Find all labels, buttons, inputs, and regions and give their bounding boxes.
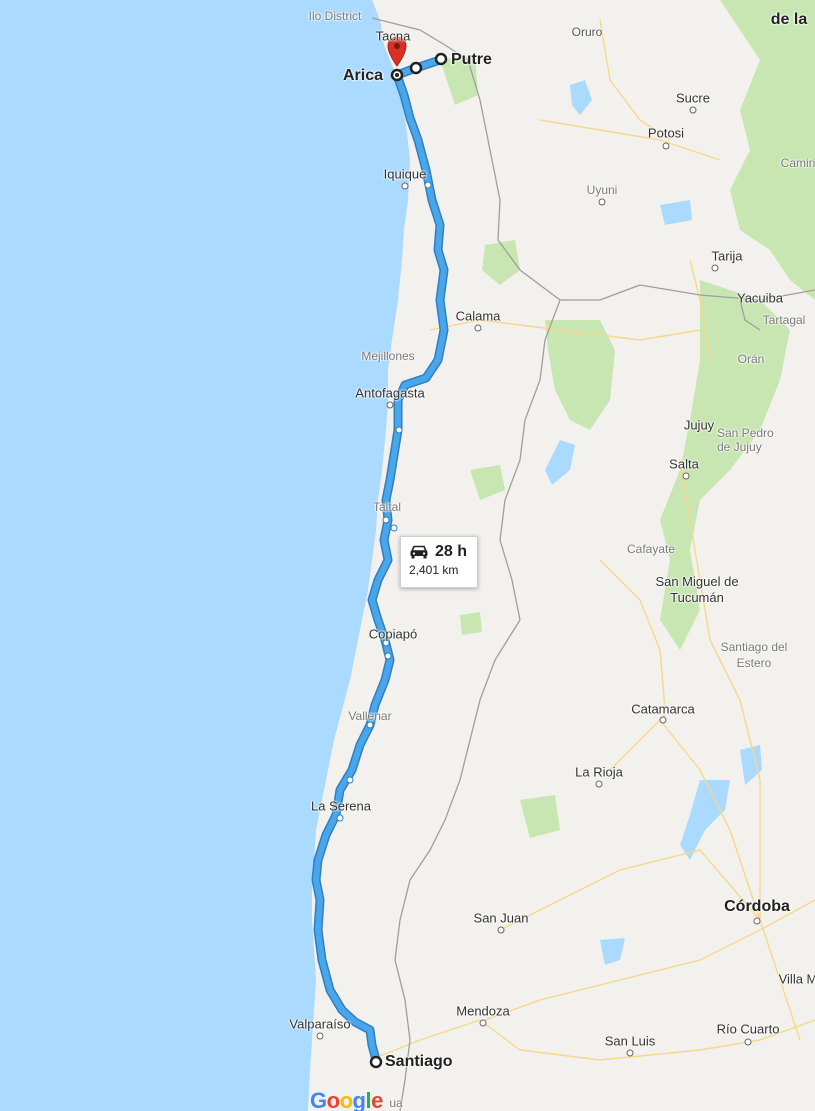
place-label: Orán <box>737 352 765 366</box>
place-label: de la <box>770 11 808 28</box>
place-label: Salta <box>669 456 699 472</box>
city-dot <box>598 198 606 206</box>
city-dot <box>595 780 603 788</box>
waypoint-label-putre[interactable]: Putre <box>451 51 492 68</box>
google-logo-letter: l <box>365 1088 372 1111</box>
google-logo: Google <box>310 1088 383 1111</box>
route-stops <box>336 181 432 822</box>
place-label: La Rioja <box>575 764 623 780</box>
place-label: San Pedro de Jujuy <box>717 426 774 454</box>
city-dot <box>479 1019 487 1027</box>
google-logo-letter: o <box>339 1088 353 1111</box>
place-label: Tacna <box>375 28 411 44</box>
city-dot <box>316 1032 324 1040</box>
place-label: Oruro <box>571 25 603 39</box>
place-label: Potosi <box>647 125 685 141</box>
city-dot <box>401 182 409 190</box>
place-label: Iquique <box>383 166 427 182</box>
place-label: San Juan <box>473 910 529 926</box>
place-label: Mendoza <box>456 1003 510 1019</box>
place-label: San Luis <box>604 1033 656 1049</box>
destination-pin-icon[interactable] <box>387 36 407 67</box>
place-label: Valparaíso <box>289 1016 351 1032</box>
vegetation <box>440 0 815 838</box>
lakes <box>545 80 762 965</box>
place-label: Jujuy <box>683 417 715 433</box>
place-label: Tartagal <box>762 313 806 327</box>
place-label: Villa M <box>778 971 815 987</box>
place-label: Taltal <box>372 500 402 514</box>
roads <box>369 19 815 1061</box>
route-info-box[interactable]: 28 h 2,401 km <box>400 536 478 588</box>
city-dot <box>753 917 761 925</box>
waypoint-markers <box>369 52 448 1069</box>
place-label: Santiago del Estero <box>720 640 788 670</box>
city-dot <box>662 142 670 150</box>
place-label: Sucre <box>676 90 710 106</box>
place-label: Antofagasta <box>355 385 425 401</box>
place-label: Yacuiba <box>736 290 784 306</box>
city-dot <box>689 106 697 114</box>
google-logo-text: Google <box>310 1088 383 1111</box>
ocean <box>0 0 410 1111</box>
place-label: Uyuni <box>586 183 618 197</box>
place-label: Calama <box>455 308 501 324</box>
place-label: Córdoba <box>724 898 790 915</box>
place-label: Río Cuarto <box>716 1021 780 1037</box>
city-dot <box>711 264 719 272</box>
place-label: La Serena <box>311 798 371 814</box>
place-label: Ilo District <box>308 9 362 23</box>
waypoint-label-arica[interactable]: Arica <box>343 67 384 84</box>
google-logo-letter: G <box>310 1088 327 1111</box>
city-dot <box>474 324 482 332</box>
place-label: Camiri <box>780 156 815 170</box>
place-label: Cafayate <box>626 542 676 556</box>
city-dot <box>386 401 394 409</box>
city-dot <box>744 1038 752 1046</box>
place-label: Vallenar <box>348 709 392 723</box>
route-duration: 28 h <box>435 543 468 560</box>
google-logo-letter: e <box>371 1088 383 1111</box>
city-dot <box>659 716 667 724</box>
google-logo-letter: g <box>352 1088 366 1111</box>
car-icon <box>410 545 428 559</box>
google-logo-letter: o <box>326 1088 340 1111</box>
borders <box>371 17 815 1111</box>
place-label: Catamarca <box>631 701 695 717</box>
place-label: Mejillones <box>361 349 415 363</box>
city-dot <box>682 472 690 480</box>
place-label: Copiapó <box>368 626 418 642</box>
city-dot <box>497 926 505 934</box>
place-label: ua <box>389 1096 403 1110</box>
waypoint-label-santiago[interactable]: Santiago <box>385 1053 453 1070</box>
place-label: San Miguel de Tucumán <box>655 574 739 605</box>
route-distance: 2,401 km <box>409 563 459 577</box>
city-dot <box>626 1049 634 1057</box>
place-label: Tarija <box>711 248 743 264</box>
